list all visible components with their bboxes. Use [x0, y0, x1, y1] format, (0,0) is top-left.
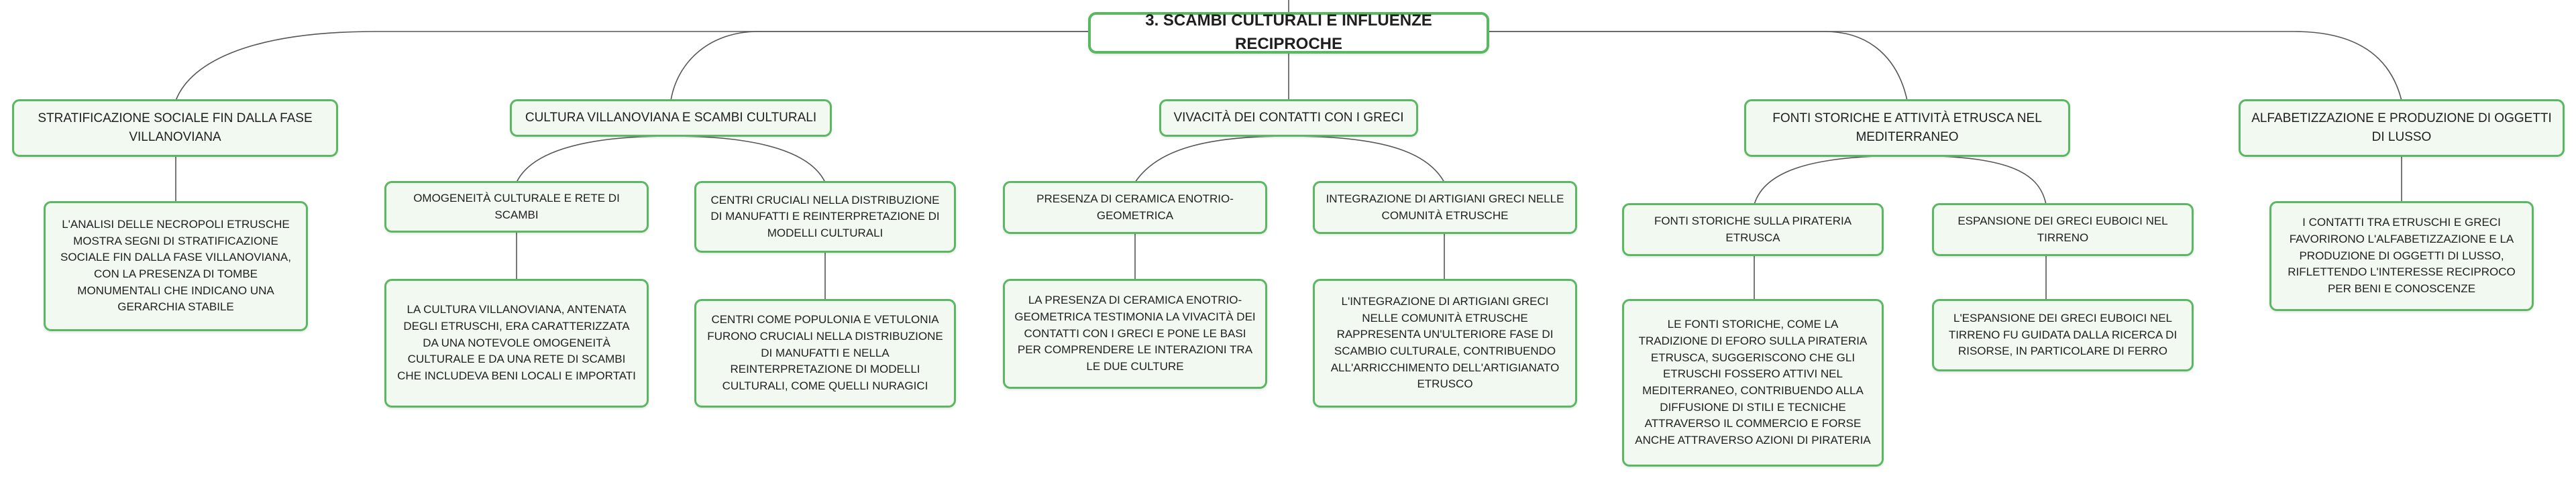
subtopic-node-piracy-sources[interactable]: FONTI STORICHE SULLA PIRATERIA ETRUSCA: [1622, 203, 1884, 256]
detail-text: I CONTATTI TRA ETRUSCHI E GRECI FAVORIRO…: [2288, 216, 2516, 295]
subtopic-node-enotrian-ceramics[interactable]: PRESENZA DI CERAMICA ENOTRIO-GEOMETRICA: [1003, 181, 1267, 234]
detail-text: LE FONTI STORICHE, COME LA TRADIZIONE DI…: [1635, 318, 1871, 446]
branch-label: STRATIFICAZIONE SOCIALE FIN DALLA FASE V…: [38, 111, 313, 144]
branch-label: CULTURA VILLANOVIANA E SCAMBI CULTURALI: [525, 111, 817, 125]
branch-node-social-stratification[interactable]: STRATIFICAZIONE SOCIALE FIN DALLA FASE V…: [12, 99, 338, 157]
detail-node-ephorus-tradition[interactable]: LE FONTI STORICHE, COME LA TRADIZIONE DI…: [1622, 299, 1884, 467]
detail-text: LA CULTURA VILLANOVIANA, ANTENATA DEGLI …: [397, 303, 636, 382]
branch-node-literacy-luxury[interactable]: ALFABETIZZAZIONE E PRODUZIONE DI OGGETTI…: [2239, 99, 2565, 157]
branch-label: ALFABETIZZAZIONE E PRODUZIONE DI OGGETTI…: [2251, 111, 2552, 144]
detail-node-ceramics-testimony[interactable]: LA PRESENZA DI CERAMICA ENOTRIO-GEOMETRI…: [1003, 279, 1267, 389]
subtopic-node-greek-artisans[interactable]: INTEGRAZIONE DI ARTIGIANI GRECI NELLE CO…: [1313, 181, 1577, 234]
detail-text: L'ESPANSIONE DEI GRECI EUBOICI NEL TIRRE…: [1948, 312, 2178, 358]
detail-text: L'ANALISI DELLE NECROPOLI ETRUSCHE MOSTR…: [60, 218, 291, 314]
detail-node-villanovan-exchange[interactable]: LA CULTURA VILLANOVIANA, ANTENATA DEGLI …: [384, 279, 649, 408]
subtopic-label: CENTRI CRUCIALI NELLA DISTRIBUZIONE DI M…: [710, 193, 940, 239]
detail-text: LA PRESENZA DI CERAMICA ENOTRIO-GEOMETRI…: [1014, 294, 1256, 373]
branch-node-historical-sources[interactable]: FONTI STORICHE E ATTIVITÀ ETRUSCA NEL ME…: [1744, 99, 2070, 157]
subtopic-node-distribution-centers[interactable]: CENTRI CRUCIALI NELLA DISTRIBUZIONE DI M…: [694, 181, 956, 253]
root-label: 3. SCAMBI CULTURALI E INFLUENZE RECIPROC…: [1145, 11, 1432, 53]
branch-label: FONTI STORICHE E ATTIVITÀ ETRUSCA NEL ME…: [1772, 111, 2042, 144]
subtopic-label: INTEGRAZIONE DI ARTIGIANI GRECI NELLE CO…: [1326, 192, 1564, 222]
root-node[interactable]: 3. SCAMBI CULTURALI E INFLUENZE RECIPROC…: [1088, 11, 1489, 54]
detail-node-artisans-integration[interactable]: L'INTEGRAZIONE DI ARTIGIANI GRECI NELLE …: [1313, 279, 1577, 408]
subtopic-node-cultural-homogeneity[interactable]: OMOGENEITÀ CULTURALE E RETE DI SCAMBI: [384, 181, 649, 233]
detail-node-populonia-vetulonia[interactable]: CENTRI COME POPULONIA E VETULONIA FURONO…: [694, 299, 956, 408]
detail-node-necropolis-analysis[interactable]: L'ANALISI DELLE NECROPOLI ETRUSCHE MOSTR…: [44, 201, 308, 331]
subtopic-label: FONTI STORICHE SULLA PIRATERIA ETRUSCA: [1654, 214, 1852, 244]
subtopic-label: OMOGENEITÀ CULTURALE E RETE DI SCAMBI: [413, 191, 620, 221]
subtopic-label: ESPANSIONE DEI GRECI EUBOICI NEL TIRRENO: [1957, 214, 2168, 244]
detail-text: CENTRI COME POPULONIA E VETULONIA FURONO…: [707, 313, 943, 392]
branch-label: VIVACITÀ DEI CONTATTI CON I GRECI: [1173, 111, 1404, 125]
subtopic-node-euboean-expansion[interactable]: ESPANSIONE DEI GRECI EUBOICI NEL TIRRENO: [1932, 203, 2194, 256]
branch-node-greek-contacts[interactable]: VIVACITÀ DEI CONTATTI CON I GRECI: [1159, 99, 1418, 137]
detail-text: L'INTEGRAZIONE DI ARTIGIANI GRECI NELLE …: [1330, 295, 1560, 391]
detail-node-reciprocal-interest[interactable]: I CONTATTI TRA ETRUSCHI E GRECI FAVORIRO…: [2269, 201, 2534, 311]
branch-node-villanovan-culture[interactable]: CULTURA VILLANOVIANA E SCAMBI CULTURALI: [510, 99, 832, 137]
detail-node-iron-resources[interactable]: L'ESPANSIONE DEI GRECI EUBOICI NEL TIRRE…: [1932, 299, 2194, 371]
subtopic-label: PRESENZA DI CERAMICA ENOTRIO-GEOMETRICA: [1036, 192, 1234, 222]
